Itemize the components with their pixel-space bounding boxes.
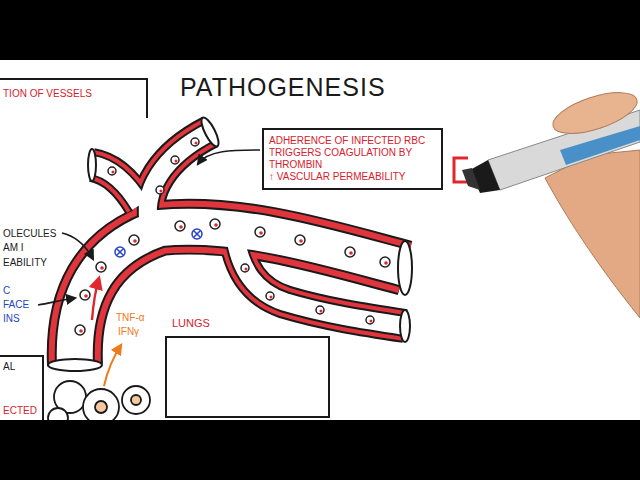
illustration-circle <box>80 290 90 300</box>
illustration-circle <box>349 251 353 255</box>
illustration-circle <box>160 190 163 193</box>
illustration-use <box>235 236 405 326</box>
illustration-ellipse <box>400 310 410 342</box>
illustration-use <box>75 227 405 365</box>
illustration-circle <box>345 247 355 257</box>
illustration-circle <box>210 219 220 229</box>
illustration-circle <box>100 266 104 270</box>
illustration-circle <box>384 261 388 265</box>
illustration-circle <box>133 239 137 243</box>
illustration-circle <box>79 329 83 333</box>
illustration-circle <box>171 156 179 164</box>
illustration-circle <box>245 268 248 271</box>
illustration-path <box>545 150 640 318</box>
illustration-circle <box>75 325 85 335</box>
callout-text: OLECULES <box>3 228 56 240</box>
illustration-use <box>92 165 140 205</box>
illustration-circle <box>299 239 303 243</box>
illustration-path <box>38 298 75 305</box>
node-text: ECTED <box>3 405 39 417</box>
node-text: LUNGS <box>165 316 330 330</box>
illustration-ellipse <box>548 84 640 142</box>
illustration-circle <box>108 167 116 175</box>
illustration-path <box>62 233 93 259</box>
illustration-path <box>194 231 200 237</box>
illustration-circle <box>192 229 202 239</box>
illustration-use <box>148 132 210 228</box>
illustration-circle <box>295 235 305 245</box>
illustration-use <box>92 165 140 205</box>
region-box: AL ECTED <box>0 355 44 420</box>
organ-box: LUNGS <box>165 316 330 418</box>
illustration-circle <box>131 395 141 405</box>
illustration-circle <box>175 221 185 231</box>
hand-with-marker <box>462 84 640 318</box>
illustration-circle <box>122 386 150 414</box>
illustration-circle <box>112 171 115 174</box>
illustration-use <box>75 227 405 365</box>
illustration-use <box>92 165 140 205</box>
illustration-circle <box>115 247 125 257</box>
illustration-circle <box>259 231 263 235</box>
diagram-title: PATHOGENESIS <box>180 73 386 102</box>
node-text: TION OF VESSELS <box>3 88 142 100</box>
leader-lines <box>38 150 260 386</box>
illustration-circle <box>191 138 199 146</box>
illustration-circle <box>316 306 324 314</box>
illustration-use <box>75 227 405 365</box>
illustration-circle <box>129 235 139 245</box>
illustration-circle <box>214 223 218 227</box>
illustration-ellipse <box>398 241 412 295</box>
illustration-circle <box>195 142 198 145</box>
region-box: TION OF VESSELS <box>0 78 148 118</box>
illustration-circle <box>84 294 88 298</box>
letterbox-bar <box>0 0 640 60</box>
illustration-circle <box>370 320 373 323</box>
callout-text: AM I <box>3 242 24 254</box>
callout-text: INS <box>3 313 20 325</box>
illustration-ellipse <box>198 115 221 148</box>
illustration-circle <box>95 401 107 413</box>
cytokine-label: TNF-α <box>116 312 145 324</box>
cytokine-label: IFNγ <box>118 326 139 338</box>
illustration-circle <box>179 225 183 229</box>
illustration-circle <box>380 257 390 267</box>
letterbox-bar <box>0 420 640 480</box>
organ-outline <box>165 336 330 418</box>
illustration-path <box>92 278 99 320</box>
illustration-use <box>75 227 405 365</box>
illustration-circle <box>96 262 106 272</box>
immune-cells <box>115 229 202 257</box>
callout-text: EABILITY <box>3 257 47 269</box>
illustration-use <box>92 165 140 205</box>
node-text: ADHERENCE OF INFECTED RBC TRIGGERS COAGU… <box>269 135 437 171</box>
illustration-polygon <box>462 168 480 190</box>
illustration-circle <box>366 316 374 324</box>
illustration-ellipse <box>88 149 96 181</box>
illustration-circle <box>320 310 323 313</box>
illustration-circle <box>266 292 274 300</box>
illustration-path <box>117 249 123 255</box>
callout-text: C <box>3 285 10 297</box>
illustration-path <box>198 150 260 164</box>
illustration-circle <box>156 186 164 194</box>
illustration-path <box>104 345 121 386</box>
node-text: ↑ VASCULAR PERMEABILITY <box>269 171 437 183</box>
illustration-circle <box>241 264 249 272</box>
illustration-circle <box>270 296 273 299</box>
illustration-circle <box>255 227 265 237</box>
note-box: ADHERENCE OF INFECTED RBC TRIGGERS COAGU… <box>262 128 443 190</box>
node-text: AL <box>3 361 39 373</box>
callout-text: FACE <box>3 299 29 311</box>
illustration-ellipse <box>48 359 102 371</box>
illustration-circle <box>175 160 178 163</box>
